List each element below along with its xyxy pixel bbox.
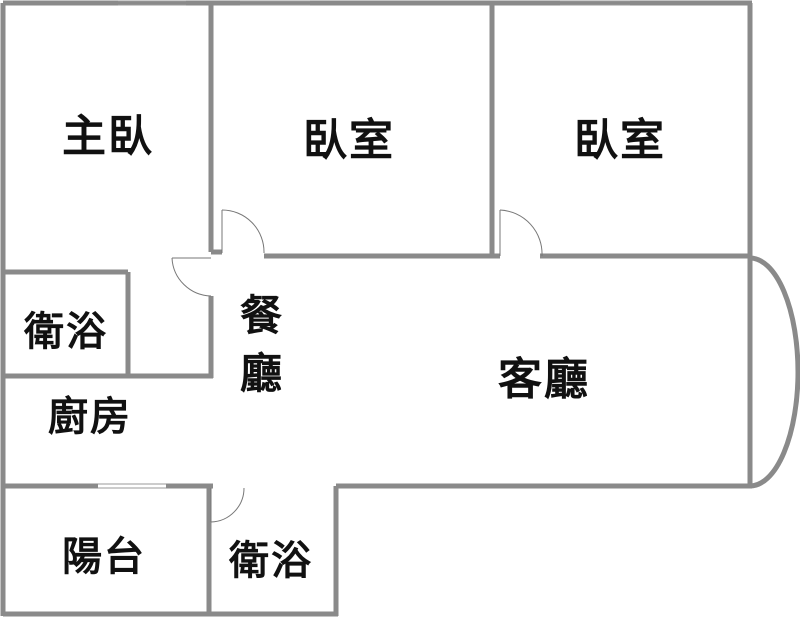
door-bathroom-lower [210,487,245,523]
label-living-room: 客廳 [498,354,590,405]
door-master-bedroom [171,257,212,297]
label-bathroom-upper: 衛浴 [23,309,108,355]
doors [171,209,543,523]
bay-window [749,255,800,489]
door-bedroom-right [499,209,543,257]
interior-walls [3,3,752,616]
room-labels: 主臥 臥室 臥室 衛浴 廚房 餐 廳 客廳 陽台 衛浴 [23,111,666,584]
label-master-bedroom: 主臥 [62,111,154,162]
door-bedroom-middle [221,209,265,254]
windows [98,0,630,489]
label-dining-line2: 廳 [240,349,284,398]
label-dining-line1: 餐 [240,291,284,340]
label-kitchen: 廚房 [48,394,132,440]
label-bedroom-middle: 臥室 [303,115,395,166]
label-bedroom-right: 臥室 [574,115,666,166]
label-balcony: 陽台 [62,534,146,580]
label-bathroom-lower: 衛浴 [228,538,313,584]
